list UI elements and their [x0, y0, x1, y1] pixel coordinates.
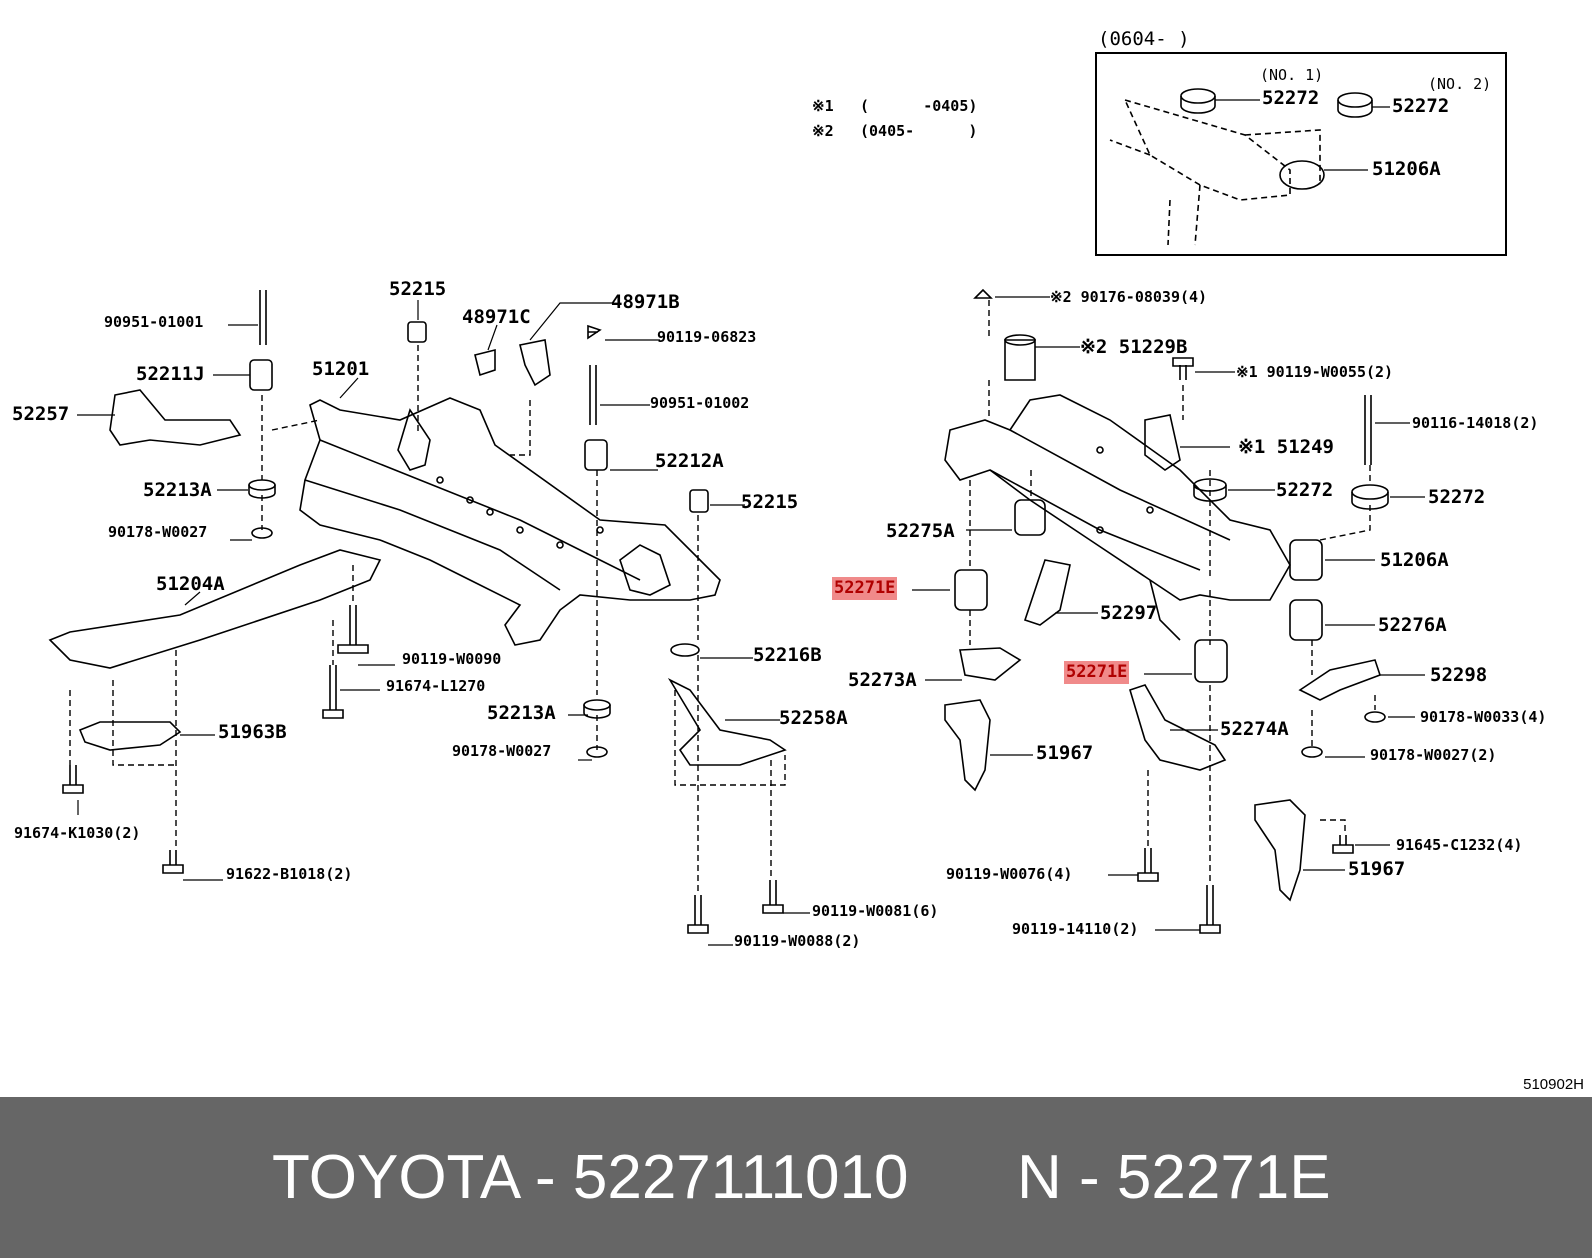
bolts: [62, 288, 1386, 934]
part-52257: [109, 389, 242, 446]
subframe-right: [944, 394, 1291, 641]
part-label-90119-W0081: 90119-W0081(6): [812, 902, 939, 920]
part-label-52215-a: 52215: [389, 278, 447, 300]
part-label-91674-L1270: 91674-L1270: [386, 677, 486, 695]
part-label-51229B: ※2 51229B: [1080, 336, 1188, 358]
diagram-ref-code: 510902H: [1523, 1076, 1584, 1093]
part-label-52273A: 52273A: [848, 669, 917, 691]
part-label-48971C: 48971C: [462, 306, 531, 328]
footer-bar: TOYOTA - 5227111010 N - 52271E: [0, 1097, 1592, 1258]
parts-diagram: (0604- ) (NO. 1) (NO. 2) 52272 52272 512…: [12, 28, 1584, 1093]
part-label-90119-14110: 90119-14110(2): [1012, 920, 1139, 938]
part-label-52258A: 52258A: [779, 707, 848, 729]
part-label-52215-b: 52215: [741, 491, 799, 513]
part-label-90178-W0027-a: 90178-W0027: [108, 523, 208, 541]
part-label-48971B: 48971B: [611, 291, 680, 313]
part-label-51967-a: 51967: [1036, 742, 1094, 764]
part-label-90951-01002: 90951-01002: [650, 394, 750, 412]
bracket-48971: [474, 339, 551, 387]
part-label-90178-W0027-c: 90178-W0027(2): [1370, 746, 1497, 764]
part-label-51206A-inset: 51206A: [1372, 158, 1441, 180]
guide-lines: [69, 300, 1376, 895]
leader-lines: [77, 296, 1425, 946]
part-label-51249: ※1 51249: [1238, 436, 1334, 458]
part-label-90178-W0027-b: 90178-W0027: [452, 742, 552, 760]
part-label-90178-W0033: 90178-W0033(4): [1420, 708, 1547, 726]
inset-no2-label: (NO. 2): [1428, 75, 1492, 93]
part-label-90176-08039: ※2 90176-08039(4): [1050, 288, 1208, 306]
part-label-90119-W0055: ※1 90119-W0055(2): [1236, 363, 1394, 381]
inset-period-label: (0604- ): [1098, 28, 1190, 50]
part-label-91645-C1232: 91645-C1232(4): [1396, 836, 1523, 854]
part-51963B: [78, 721, 182, 751]
part-label-90119-W0088: 90119-W0088(2): [734, 932, 861, 950]
part-51204A: [48, 549, 382, 669]
part-label-52213A-a: 52213A: [143, 479, 212, 501]
part-label-52212A: 52212A: [655, 450, 724, 472]
part-label-52272-inset1: 52272: [1262, 87, 1320, 109]
inset-sketch: [1109, 98, 1321, 246]
footer-part-name: N - 52271E: [1017, 1143, 1331, 1212]
part-label-90119-W0090: 90119-W0090: [402, 650, 502, 668]
part-label-52272-c: 52272: [1276, 479, 1334, 501]
part-label-52271E-highlight-a[interactable]: 52271E: [832, 577, 898, 600]
part-label-52272-d: 52272: [1428, 486, 1486, 508]
note-text-1: ( -0405): [860, 97, 978, 115]
diagram-drawing: [48, 52, 1507, 946]
part-52258A: [667, 678, 787, 766]
part-label-52211J: 52211J: [136, 363, 205, 385]
part-label-52257: 52257: [12, 403, 70, 425]
part-label-52216B: 52216B: [753, 644, 822, 666]
part-label-52213A-b: 52213A: [487, 702, 556, 724]
part-label-52298: 52298: [1430, 664, 1488, 686]
part-label-51206A: 51206A: [1380, 549, 1449, 571]
footer-brand-part-number: TOYOTA - 5227111010: [272, 1143, 909, 1212]
part-label-52274A: 52274A: [1220, 718, 1289, 740]
part-label-51201: 51201: [312, 358, 370, 380]
note-text-2: (0405- ): [860, 122, 978, 140]
inset-frame: [1095, 52, 1507, 256]
part-label-51204A: 51204A: [156, 573, 225, 595]
part-label-91622-B1018: 91622-B1018(2): [226, 865, 353, 883]
part-label-91674-K1030: 91674-K1030(2): [14, 824, 141, 842]
subframe-51201: [299, 397, 721, 646]
part-label-90119-06823: 90119-06823: [657, 328, 757, 346]
part-label-52271E-highlight-b[interactable]: 52271E: [1064, 661, 1130, 684]
part-label-52297: 52297: [1100, 602, 1158, 624]
part-label-90116-14018: 90116-14018(2): [1412, 414, 1539, 432]
part-label-51963B: 51963B: [218, 721, 287, 743]
part-label-52272-inset2: 52272: [1392, 95, 1450, 117]
note-mark-2: ※2: [812, 122, 834, 140]
inset-no1-label: (NO. 1): [1260, 66, 1324, 84]
note-mark-1: ※1: [812, 97, 834, 115]
part-label-90119-W0076: 90119-W0076(4): [946, 865, 1073, 883]
part-label-51967-b: 51967: [1348, 858, 1406, 880]
part-label-90951-01001: 90951-01001: [104, 313, 204, 331]
part-label-52276A: 52276A: [1378, 614, 1447, 636]
part-label-52275A: 52275A: [886, 520, 955, 542]
